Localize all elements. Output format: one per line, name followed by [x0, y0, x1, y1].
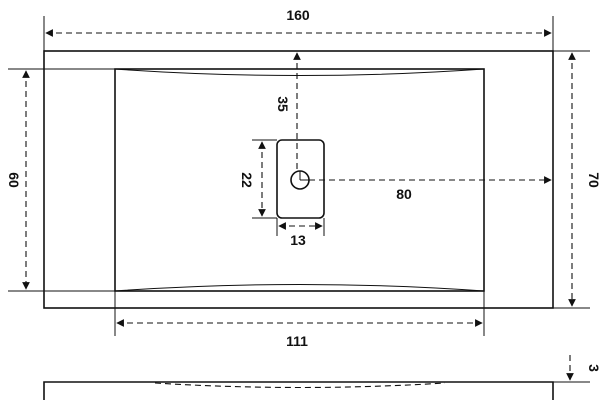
countertop-outline: [43, 50, 554, 309]
dimension-label-3: 3: [586, 364, 600, 372]
dimension-label-80: 80: [396, 186, 412, 202]
dimension-label-13: 13: [290, 232, 306, 248]
side-profile-basin-curve: [154, 382, 446, 389]
basin-top-curve: [114, 68, 485, 76]
dimension-label-111: 111: [286, 333, 308, 349]
drain-box: [276, 139, 325, 219]
dimension-label-60: 60: [6, 172, 22, 188]
dimension-label-22: 22: [239, 172, 255, 188]
basin-bottom-curve: [114, 284, 485, 292]
side-profile-outline: [43, 381, 554, 400]
dimension-label-160: 160: [286, 7, 310, 23]
dimension-label-70: 70: [586, 172, 600, 188]
dimension-label-35: 35: [275, 96, 291, 112]
